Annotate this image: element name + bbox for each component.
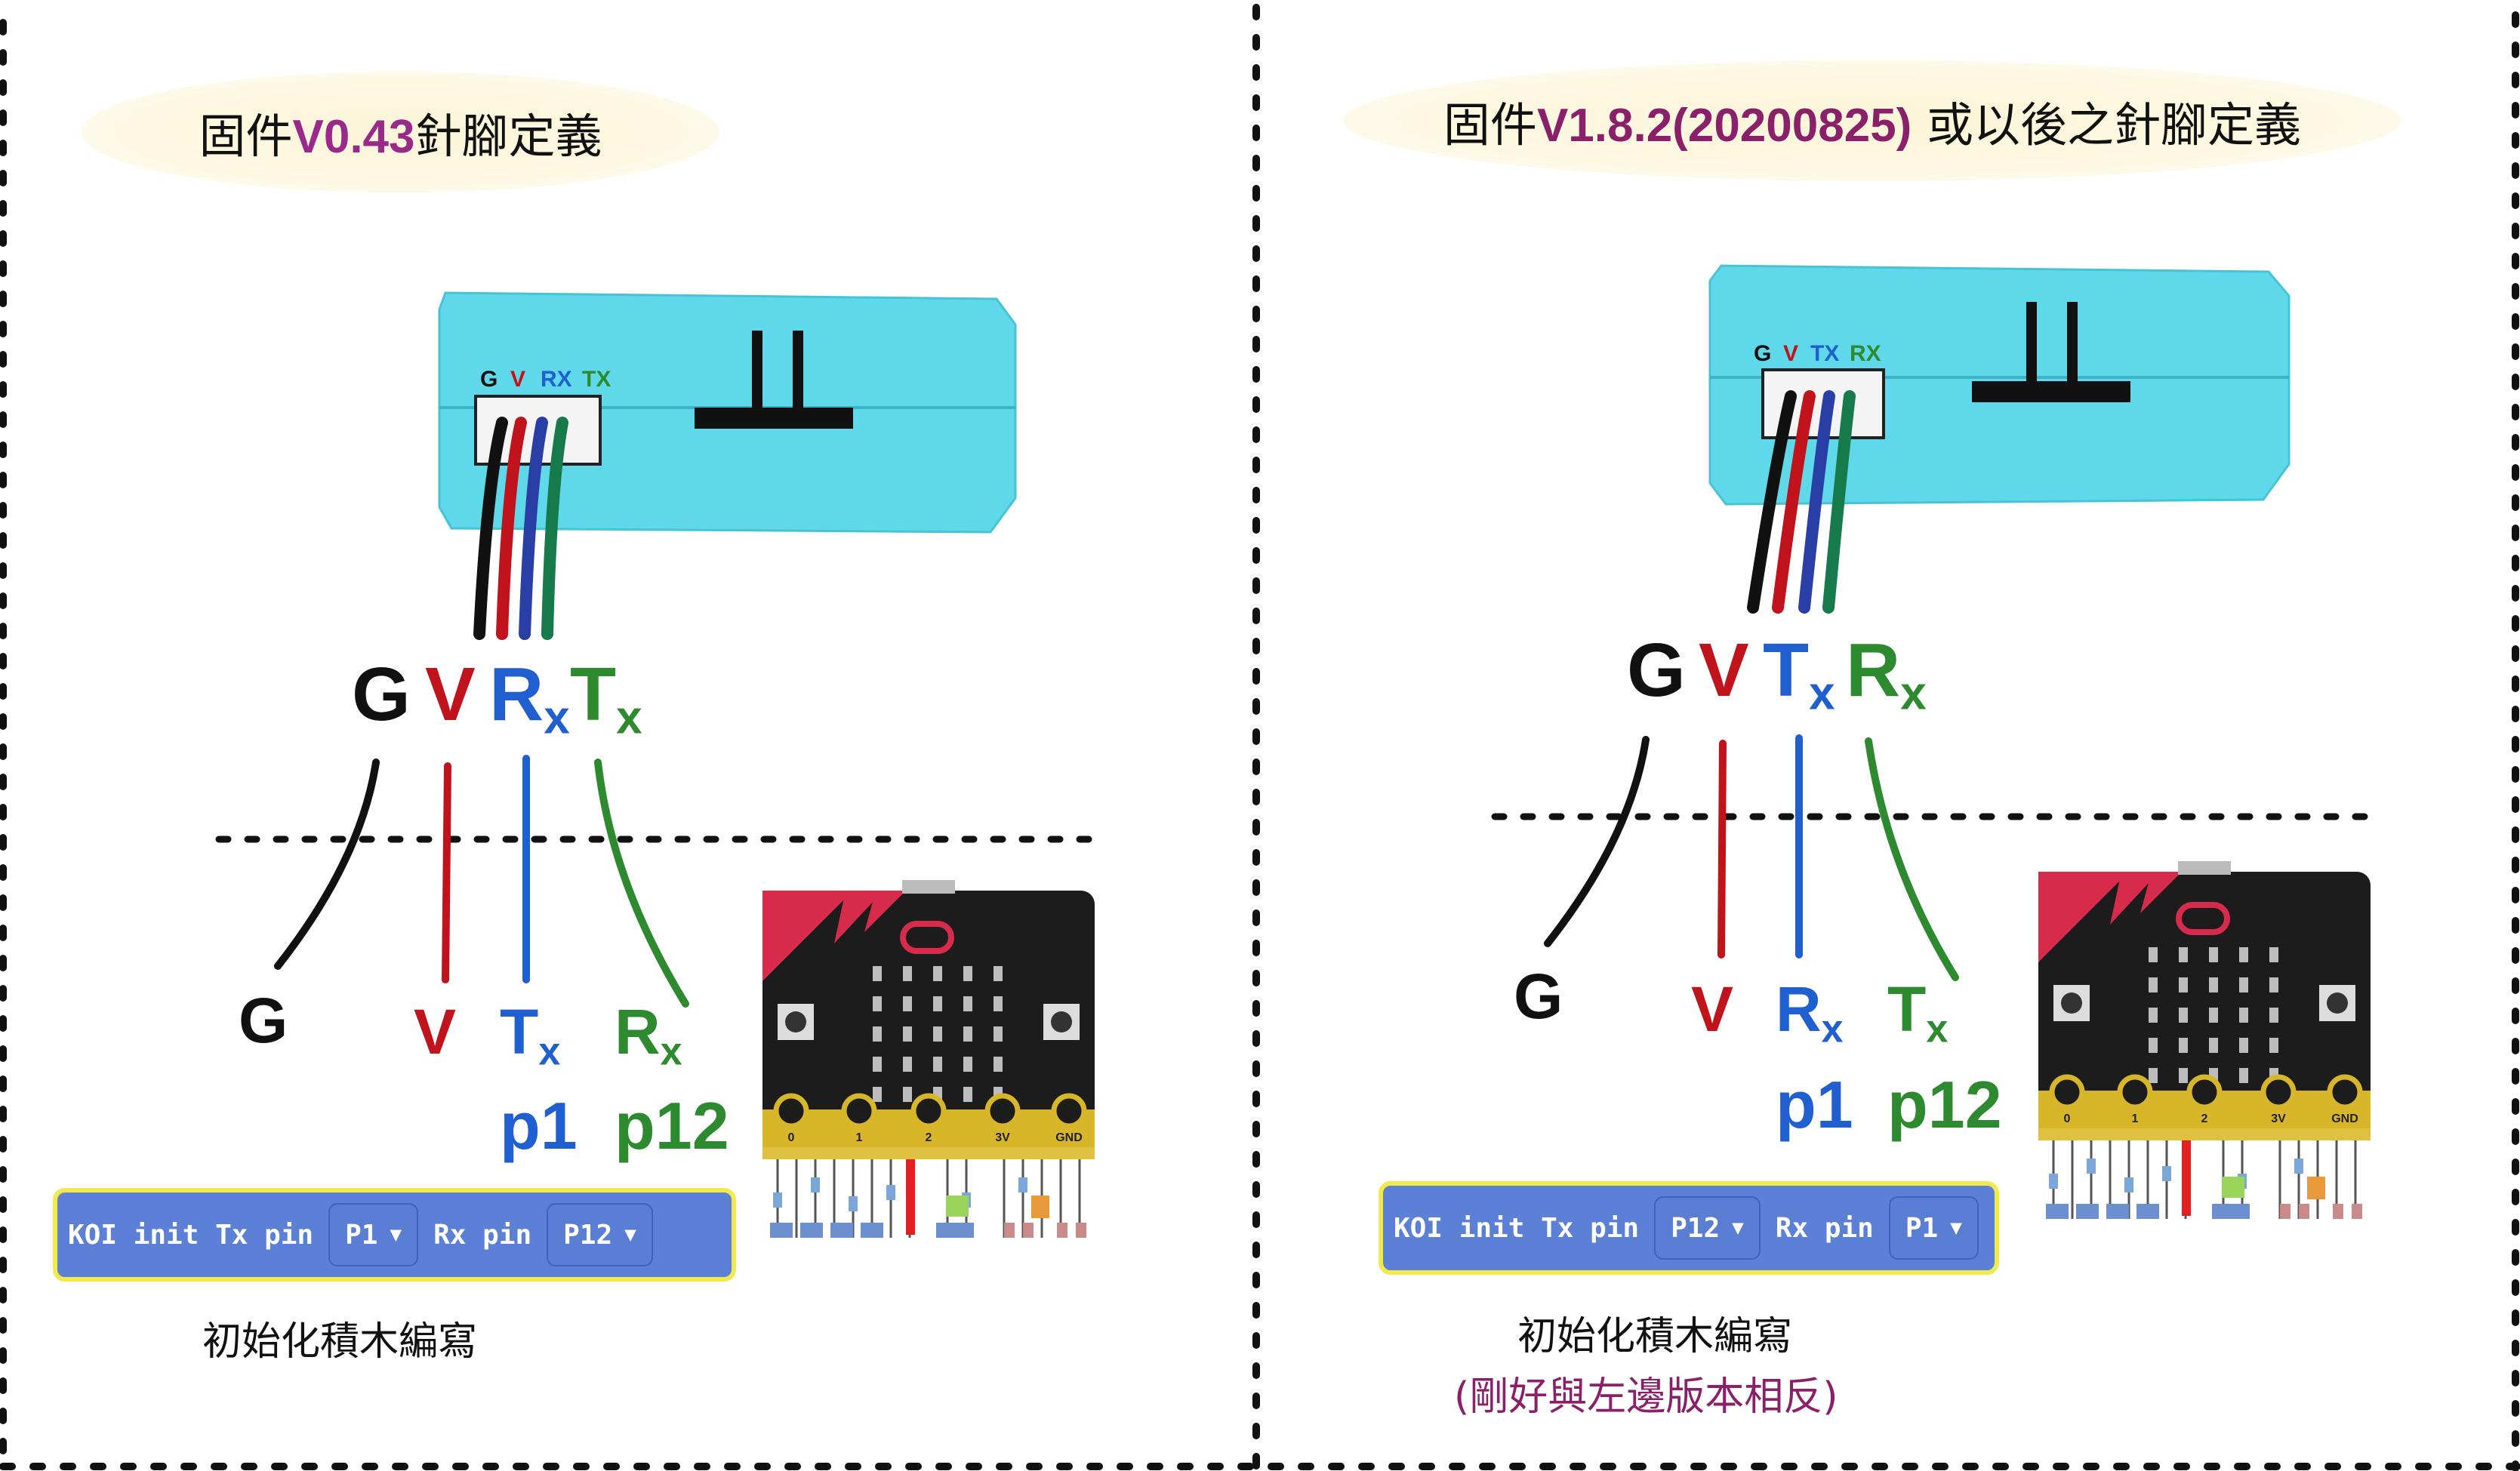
right-rx-caret-icon: ▼ [1950, 1217, 1962, 1239]
right-microbit-breakout [2038, 1128, 2371, 1219]
left-firmware-version: V0.43 [292, 111, 415, 163]
right-board-b: Tx [1887, 974, 1949, 1051]
left-top-b: Tx [570, 652, 642, 744]
right-koi-init-block[interactable]: KOI init Tx pin P12 ▼ Rx pin P1 ▼ [1379, 1181, 1999, 1275]
right-block-label-tx: KOI init Tx pin [1394, 1212, 1640, 1244]
left-title: 固件V0.43針腳定義 [199, 98, 602, 166]
right-block-label-rx: Rx pin [1775, 1212, 1874, 1244]
left-tx-pin-dropdown[interactable]: P1 ▼ [328, 1203, 419, 1266]
right-microbit-pin-1: 1 [2132, 1112, 2139, 1125]
right-top-b: Rx [1846, 628, 1927, 720]
right-note: (剛好與左邊版本相反) [1454, 1374, 1838, 1420]
left-rx-pin-dropdown[interactable]: P12 ▼ [547, 1203, 653, 1266]
left-rx-pin-value: P12 [563, 1219, 613, 1251]
right-title-suffix: 或以後之針腳定義 [1912, 97, 2302, 152]
right-pin-p12: p12 [1887, 1067, 2002, 1142]
right-board-g: G [1514, 961, 1563, 1032]
left-top-g: G [352, 652, 411, 737]
right-wires [1544, 734, 1959, 981]
right-caption: 初始化積木編寫 [1517, 1314, 1793, 1359]
right-microbit: 0 1 2 3V GND [2038, 861, 2371, 1219]
right-microbit-pin-2: 2 [2201, 1112, 2208, 1125]
right-rx-pin-value: P1 [1905, 1212, 1939, 1244]
right-board-v: V [1691, 974, 1734, 1045]
right-module-label-g: G [1754, 341, 1771, 366]
left-board-b: Rx [615, 996, 682, 1074]
left-title-banner: 固件V0.43針腳定義 [82, 72, 719, 192]
right-firmware-version: V1.8.2(20200825) [1536, 100, 1912, 152]
right-top-a: Tx [1763, 628, 1835, 720]
left-module-label-v: V [510, 367, 525, 392]
left-module-label-b: TX [582, 367, 611, 392]
left-rx-caret-icon: ▼ [624, 1223, 636, 1246]
right-top-v: V [1699, 628, 1749, 712]
left-block-label-tx: KOI init Tx pin [68, 1219, 314, 1251]
right-tx-caret-icon: ▼ [1732, 1217, 1744, 1239]
left-tx-caret-icon: ▼ [390, 1223, 402, 1246]
left-microbit-pin-3v: 3V [995, 1131, 1010, 1144]
right-slide-switch [1972, 381, 2130, 402]
left-title-prefix: 固件 [199, 109, 293, 164]
left-pin-p1: p1 [500, 1088, 578, 1163]
right-pin-p1: p1 [1776, 1067, 1853, 1142]
left-cable [473, 417, 568, 640]
left-board-a: Tx [500, 996, 561, 1074]
right-microbit-pin-3v: 3V [2271, 1112, 2286, 1125]
left-slide-switch [695, 408, 853, 429]
left-board-g: G [239, 985, 288, 1056]
left-wires [274, 755, 689, 1008]
left-module-label-a: RX [541, 367, 572, 392]
right-title: 固件V1.8.2(20200825) 或以後之針腳定義 [1443, 87, 2301, 155]
right-title-prefix: 固件 [1443, 97, 1537, 152]
left-microbit-pin-2: 2 [926, 1131, 932, 1144]
right-top-g: G [1627, 628, 1686, 712]
left-top-a: Rx [489, 652, 570, 744]
left-top-v: V [425, 652, 476, 737]
left-serial-module: G V RX TX [438, 291, 1017, 534]
right-module-label-b: RX [1850, 341, 1881, 366]
left-microbit: 0 1 2 3V GND [762, 880, 1095, 1238]
right-module-label-v: V [1783, 341, 1798, 366]
left-pin-p12: p12 [615, 1088, 729, 1163]
right-tx-pin-value: P12 [1671, 1212, 1721, 1244]
right-microbit-pin-0: 0 [2064, 1112, 2071, 1125]
left-caption: 初始化積木編寫 [202, 1319, 478, 1365]
dotted-frame [0, 4, 2520, 1471]
left-title-suffix: 針腳定義 [414, 109, 602, 164]
right-module-label-a: TX [1810, 341, 1839, 366]
right-board-a: Rx [1776, 974, 1844, 1051]
right-tx-pin-dropdown[interactable]: P12 ▼ [1654, 1196, 1761, 1260]
left-microbit-pin-1: 1 [856, 1131, 863, 1144]
left-board-v: V [414, 996, 457, 1067]
right-rx-pin-dropdown[interactable]: P1 ▼ [1888, 1196, 1979, 1260]
left-microbit-pin-0: 0 [788, 1131, 795, 1144]
left-microbit-breakout [762, 1147, 1095, 1238]
right-title-banner: 固件V1.8.2(20200825) 或以後之針腳定義 [1344, 60, 2401, 181]
right-microbit-pin-gnd: GND [2331, 1112, 2358, 1125]
left-module-label-g: G [480, 367, 498, 392]
left-microbit-pin-gnd: GND [1055, 1131, 1083, 1144]
right-cable [1747, 390, 1856, 614]
left-koi-init-block[interactable]: KOI init Tx pin P1 ▼ Rx pin P12 ▼ [53, 1188, 736, 1282]
left-tx-pin-value: P1 [345, 1219, 378, 1251]
left-block-label-rx: Rx pin [433, 1219, 532, 1251]
